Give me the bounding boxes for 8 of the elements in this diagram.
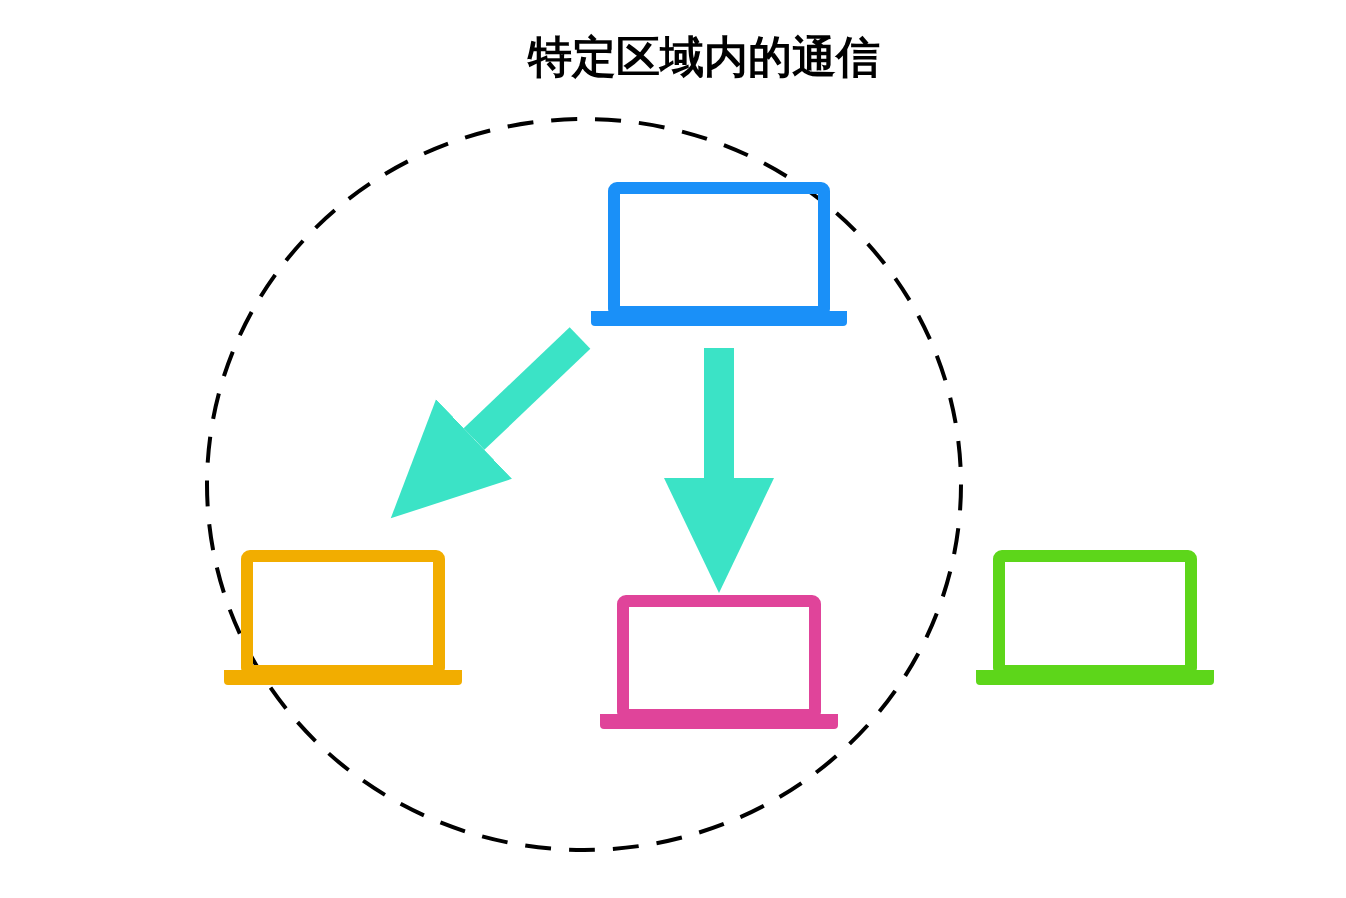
laptop-icon <box>224 550 462 685</box>
title: 特定区域内的通信 <box>528 30 880 84</box>
arrow <box>664 348 774 593</box>
dashed-ellipse <box>205 117 963 852</box>
laptop-icon <box>600 595 838 729</box>
laptop-icon <box>976 550 1214 685</box>
arrow <box>390 327 591 519</box>
laptop-icon <box>591 182 847 326</box>
